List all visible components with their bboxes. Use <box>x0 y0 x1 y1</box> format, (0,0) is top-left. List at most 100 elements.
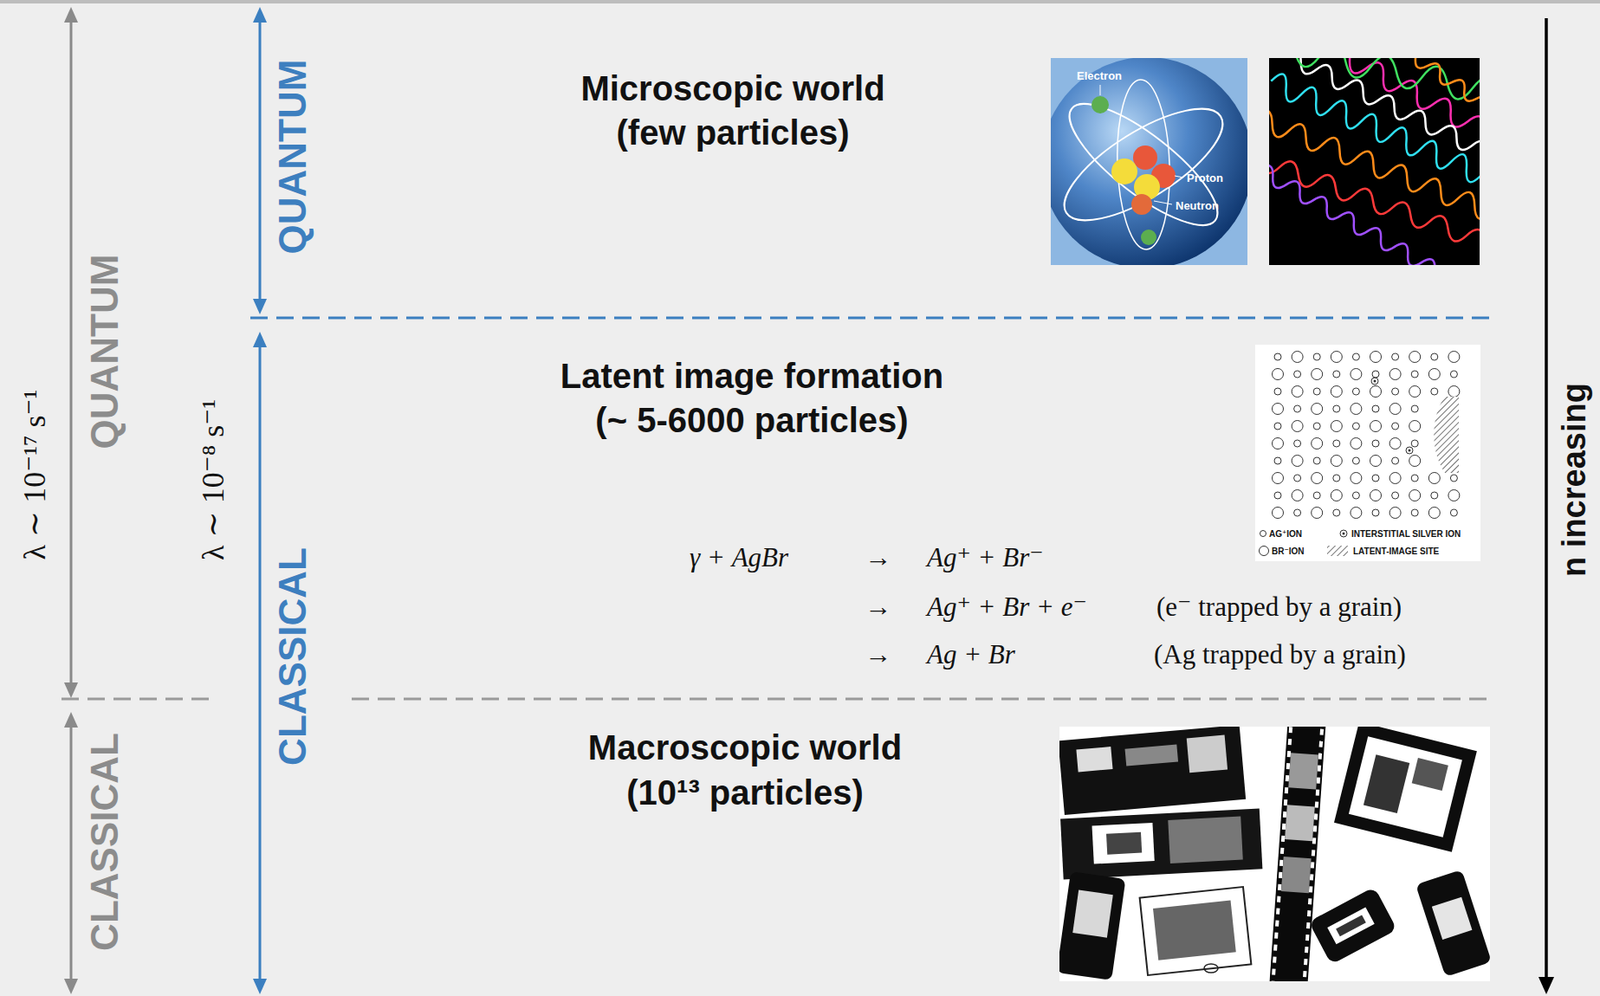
crystal-lattice-illustration <box>1274 492 1282 499</box>
crystal-lattice-illustration <box>1291 490 1303 502</box>
grey-range-arrow <box>64 682 78 699</box>
film-photo-illustration <box>1204 964 1218 973</box>
film-photo-illustration <box>1277 884 1282 891</box>
film-photo-illustration <box>1288 738 1292 745</box>
film-photo-illustration <box>1284 804 1315 842</box>
film-photo-illustration <box>1281 835 1285 843</box>
wave-illustration <box>1269 144 1480 266</box>
crystal-lattice-illustration <box>1372 370 1380 378</box>
crystal-lattice-illustration <box>1392 457 1400 465</box>
atom-illustration <box>1050 58 1248 266</box>
reaction-term: Ag⁺ + Br + e⁻ <box>926 591 1088 623</box>
film-photo-illustration <box>1059 726 1490 982</box>
crystal-lattice-illustration <box>1409 490 1421 502</box>
crystal-lattice-illustration <box>1448 386 1460 398</box>
reaction-note: (e⁻ trapped by a grain) <box>1156 591 1402 623</box>
crystal-lattice-illustration <box>1450 370 1458 378</box>
crystal-lattice-illustration <box>1294 440 1302 447</box>
film-photo-illustration <box>1315 789 1320 796</box>
crystal-lattice-illustration <box>1294 474 1302 482</box>
film-photo-illustration <box>1269 726 1326 982</box>
crystal-lattice-illustration <box>1352 492 1360 499</box>
film-photo-illustration <box>1280 848 1284 855</box>
crystal-lattice-illustration <box>1274 353 1282 361</box>
top-rule <box>0 0 1600 4</box>
crystal-lattice-illustration <box>1333 474 1341 482</box>
film-photo-illustration <box>1304 946 1309 953</box>
film-photo-illustration <box>1186 735 1228 774</box>
film-photo-illustration <box>1303 958 1308 966</box>
atom-illustration <box>1133 145 1158 170</box>
film-photo-illustration <box>1334 726 1477 853</box>
film-photo-illustration <box>1286 763 1290 770</box>
wave-illustration <box>1269 58 1480 266</box>
film-photo-illustration <box>1278 872 1283 879</box>
crystal-lattice-illustration <box>1272 351 1460 519</box>
film-photo-illustration <box>1308 887 1398 966</box>
crystal-lattice-illustration <box>1428 369 1440 381</box>
region-heading: Microscopic world <box>580 68 885 109</box>
crystal-lattice-illustration <box>1352 457 1360 465</box>
crystal-lattice-illustration <box>1370 386 1382 398</box>
film-photo-illustration <box>1317 765 1322 772</box>
crystal-lattice-illustration <box>1409 351 1421 363</box>
crystal-lattice-illustration <box>1372 440 1380 447</box>
atom-illustration <box>1100 84 1102 96</box>
crystal-lattice-illustration <box>1313 353 1321 361</box>
crystal-lattice-illustration <box>1311 438 1323 450</box>
atom-illustration <box>1131 194 1153 215</box>
crystal-lattice-illustration <box>1409 421 1421 433</box>
film-photo-illustration <box>1284 787 1289 794</box>
crystal-lattice-illustration <box>1333 405 1341 413</box>
crystal-lattice-illustration <box>1272 507 1284 519</box>
crystal-lattice-illustration <box>1371 377 1379 385</box>
film-photo-illustration <box>1153 900 1237 961</box>
grey-range-arrow <box>64 6 78 23</box>
film-photo-illustration <box>1415 869 1490 978</box>
region-subheading: (10¹³ particles) <box>626 772 863 813</box>
quantum-classical-boundary <box>250 317 1492 320</box>
grey-range-arrow <box>70 724 73 983</box>
n-increasing-arrow <box>1538 977 1555 995</box>
film-photo-illustration <box>1285 775 1290 782</box>
crystal-lattice-illustration <box>1333 370 1341 378</box>
atom-illustration <box>1111 158 1138 185</box>
quantum-classical-boundary <box>351 698 1492 701</box>
crystal-lattice-illustration <box>1370 490 1382 502</box>
crystal-lattice-illustration <box>1342 532 1346 536</box>
crystal-lattice-illustration <box>1330 351 1342 363</box>
film-photo-illustration <box>1283 799 1288 806</box>
film-photo-illustration <box>1275 920 1279 927</box>
blue-range-arrow <box>259 343 262 983</box>
film-photo-illustration <box>1318 753 1322 760</box>
crystal-lattice-illustration <box>1330 490 1342 502</box>
film-photo-illustration <box>1270 726 1324 982</box>
crystal-lattice-illustration <box>1370 351 1382 363</box>
blue-range-arrow <box>252 298 267 315</box>
film-photo-illustration <box>1281 856 1312 894</box>
quantum-classical-boundary <box>61 698 214 701</box>
crystal-lattice-illustration <box>1428 507 1440 519</box>
film-photo-illustration <box>1431 897 1473 940</box>
film-photo-illustration <box>1412 757 1449 791</box>
crystal-lattice-illustration <box>1311 472 1323 485</box>
crystal-lattice-illustration <box>1352 353 1360 361</box>
blue-range-arrow <box>252 6 267 23</box>
wave-illustration <box>1269 58 1480 266</box>
crystal-lattice-illustration <box>1352 422 1360 430</box>
film-photo-illustration <box>1311 849 1315 856</box>
blue-range-arrow <box>252 978 267 995</box>
crystal-lattice-illustration <box>1450 474 1458 482</box>
film-photo-illustration <box>1125 744 1179 766</box>
crystal-lattice-illustration <box>1291 421 1303 433</box>
decay-rate-label: λ ∼ 10⁻¹⁷ s⁻¹ <box>17 389 53 561</box>
film-photo-illustration <box>1269 726 1327 982</box>
crystal-lattice-illustration <box>1372 509 1380 517</box>
film-photo-illustration <box>1302 971 1307 978</box>
film-photo-illustration <box>1309 874 1314 881</box>
film-photo-illustration <box>1307 910 1311 917</box>
crystal-lattice-illustration <box>1350 403 1362 415</box>
film-photo-illustration <box>1312 837 1316 844</box>
film-photo-illustration <box>1310 861 1315 869</box>
crystal-lattice-illustration <box>1330 386 1342 398</box>
